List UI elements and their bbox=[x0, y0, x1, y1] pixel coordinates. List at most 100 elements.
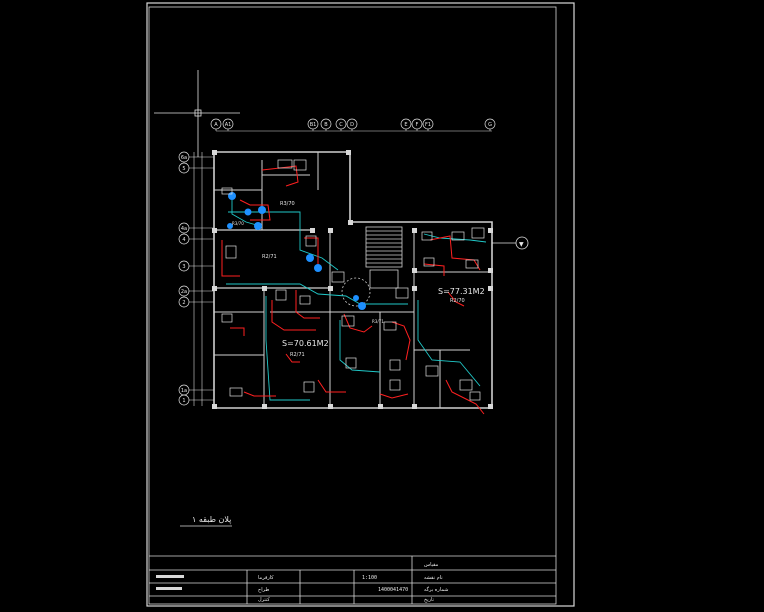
fixture-drain bbox=[353, 295, 359, 301]
area-label-left: S=70.61M2 bbox=[282, 339, 329, 348]
building-walls bbox=[213, 151, 493, 409]
grid-bubble-C: C bbox=[335, 118, 347, 131]
fixture-drain bbox=[254, 222, 262, 230]
fixture-outline bbox=[341, 315, 355, 327]
title-block-scale-value: 1:100 bbox=[362, 575, 377, 581]
column bbox=[328, 228, 333, 233]
column bbox=[212, 404, 217, 409]
column bbox=[212, 228, 217, 233]
fixture-outline bbox=[423, 257, 435, 267]
section-marker bbox=[492, 236, 529, 250]
grid-bubble-label: 6a bbox=[181, 155, 187, 161]
fixture-outline bbox=[465, 259, 479, 269]
column bbox=[212, 150, 217, 155]
grid-bubble-B1: B1 bbox=[307, 118, 319, 131]
grid-bubble-label: E bbox=[404, 122, 407, 128]
column bbox=[348, 220, 353, 225]
fixture-drain bbox=[227, 223, 233, 229]
fixture-marks bbox=[221, 159, 485, 401]
fixture-outline bbox=[469, 391, 481, 401]
grid-bubble-2a: 2a bbox=[178, 285, 214, 297]
area-label-right: S=77.31M2 bbox=[438, 287, 485, 296]
column bbox=[412, 268, 417, 273]
room-tags: R3/70 R2/71 R2/71 R2/70 R3/70 R3/71 bbox=[232, 201, 465, 358]
column bbox=[262, 404, 267, 409]
fixture-outline bbox=[421, 231, 433, 241]
room-tag-3: R2/71 bbox=[290, 352, 305, 358]
room-tag-5: R3/70 bbox=[232, 221, 244, 226]
plumbing-pipes-cold bbox=[226, 196, 487, 401]
grid-bubble-label: 1a bbox=[181, 388, 187, 394]
grid-bubble-F1: F1 bbox=[422, 118, 434, 131]
grid-bubble-4: 4 bbox=[178, 233, 214, 245]
fixture-outline bbox=[389, 359, 401, 371]
grid-bubble-A1: A1 bbox=[222, 118, 234, 131]
grid-bubble-label: B bbox=[324, 122, 328, 128]
grid-bubble-label: D bbox=[350, 122, 354, 128]
left-grid-bubbles: 6a 5 4a 4 3 2a 2 1a 1 bbox=[178, 151, 214, 406]
cad-crosshair-cursor bbox=[154, 70, 240, 157]
left-grid-axis bbox=[193, 152, 203, 406]
room-tag-1: R3/70 bbox=[280, 201, 295, 207]
fixture-outline bbox=[275, 289, 287, 301]
title-block-checker-label: کنترل bbox=[258, 597, 270, 603]
column bbox=[412, 404, 417, 409]
grid-bubble-label: A1 bbox=[225, 122, 232, 128]
column bbox=[488, 404, 493, 409]
structural-columns bbox=[212, 150, 493, 409]
column bbox=[488, 268, 493, 273]
grid-bubble-label: G bbox=[488, 122, 492, 128]
fixture-outline bbox=[331, 271, 345, 283]
fixture-outline bbox=[459, 379, 473, 391]
grid-bubble-A: A bbox=[210, 118, 222, 131]
grid-bubble-label: F1 bbox=[425, 122, 431, 128]
fixture-outline bbox=[221, 187, 233, 195]
title-block-scale-label: مقیاس bbox=[424, 562, 439, 568]
fixture-outline bbox=[299, 295, 311, 305]
fixture-drain bbox=[258, 206, 266, 214]
title-block-owner-label: کارفرما bbox=[258, 575, 274, 581]
fixture-outline bbox=[293, 159, 307, 171]
fixture-outline bbox=[305, 235, 317, 247]
grid-bubble-label: 2 bbox=[182, 300, 185, 306]
grid-bubble-6a: 6a bbox=[178, 151, 214, 163]
stair-block bbox=[341, 226, 403, 307]
column bbox=[378, 404, 383, 409]
section-marker-arrow: ▼ bbox=[519, 241, 524, 248]
grid-bubble-label: 1 bbox=[182, 398, 185, 404]
grid-bubble-1a: 1a bbox=[178, 384, 214, 396]
sheet-border bbox=[146, 2, 575, 607]
fixture-drain bbox=[314, 264, 322, 272]
room-tag-6: R3/71 bbox=[372, 319, 384, 324]
grid-bubble-4a: 4a bbox=[178, 222, 214, 234]
grid-bubble-1: 1 bbox=[178, 394, 214, 406]
grid-bubble-label: A bbox=[214, 122, 218, 128]
grid-bubble-label: 3 bbox=[182, 264, 185, 270]
fixture-outline bbox=[425, 365, 439, 377]
title-block-designer-label: طراح bbox=[258, 587, 269, 593]
grid-bubble-label: 4 bbox=[182, 237, 185, 243]
title-block bbox=[149, 555, 556, 604]
column bbox=[212, 286, 217, 291]
grid-bubble-label: B1 bbox=[310, 122, 317, 128]
grid-bubble-3: 3 bbox=[178, 260, 214, 272]
room-tag-4: R2/70 bbox=[450, 298, 465, 304]
fixture-drain bbox=[358, 302, 366, 310]
plan-title: پلان طبقه ۱ bbox=[192, 515, 231, 524]
grid-bubble-E: E bbox=[400, 118, 412, 131]
grid-bubble-G: G bbox=[484, 118, 496, 131]
fixture-outline bbox=[277, 159, 293, 169]
grid-bubble-label: 4a bbox=[181, 226, 187, 232]
fixture-outline bbox=[303, 381, 315, 393]
fixture-outline bbox=[229, 387, 243, 397]
title-block-sheet-label: شماره برگه bbox=[424, 586, 448, 593]
column bbox=[412, 228, 417, 233]
column bbox=[488, 286, 493, 291]
grid-bubble-label: 5 bbox=[182, 166, 185, 172]
fixture-outline bbox=[395, 287, 409, 299]
fixture-outline bbox=[221, 313, 233, 323]
title-block-drawing-name-label: نام نقشه bbox=[424, 575, 443, 581]
title-block-date-label: تاریخ bbox=[424, 597, 435, 603]
